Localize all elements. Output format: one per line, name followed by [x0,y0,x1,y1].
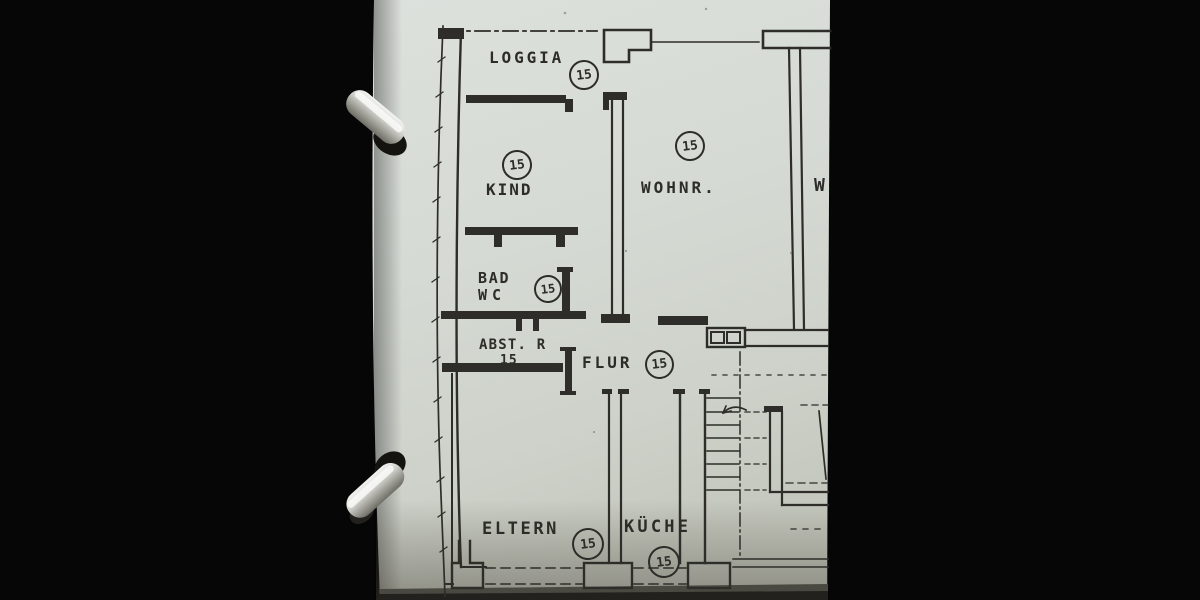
room-number-abstellraum: 15 [500,353,518,368]
room-label-kueche: KÜCHE [624,517,692,537]
room-label-bad: BAD [478,269,511,287]
room-label-eltern: ELTERN [482,519,560,539]
wohnzimmer-right-wall [787,46,806,331]
room-label-flur: FLUR [582,353,633,372]
shaft-box [658,316,830,349]
paper-specks [563,7,793,434]
loggia-wall [466,95,573,112]
plan-linework [431,7,832,597]
paper-sheet [372,0,830,600]
binder-ring-icon [346,451,406,524]
stair-direction-arrow [721,406,748,415]
room-label-loggia: LOGGIA [489,48,565,67]
kueche-right-wall [673,389,710,565]
staircase [706,351,829,559]
abstellraum-walls [442,347,576,395]
room-label-wc: WC [478,286,507,304]
room-label-partial-right: W [814,176,825,196]
outer-left-wall [431,25,487,597]
stair-landing-walls [764,404,830,530]
bottom-exterior-wall [450,539,829,590]
eltern-kueche-wall [602,389,629,565]
bad-walls [441,267,586,331]
top-wall [446,28,832,64]
room-label-abstellraum: ABST. R [479,337,547,353]
central-divider-wall [601,92,630,323]
table-edge-dark [379,591,828,600]
kind-bottom-wall [465,227,578,247]
room-label-wohnzimmer: WOHNR. [641,178,717,197]
room-label-kind: KIND [486,180,533,199]
binder-ring-icon [346,90,407,156]
